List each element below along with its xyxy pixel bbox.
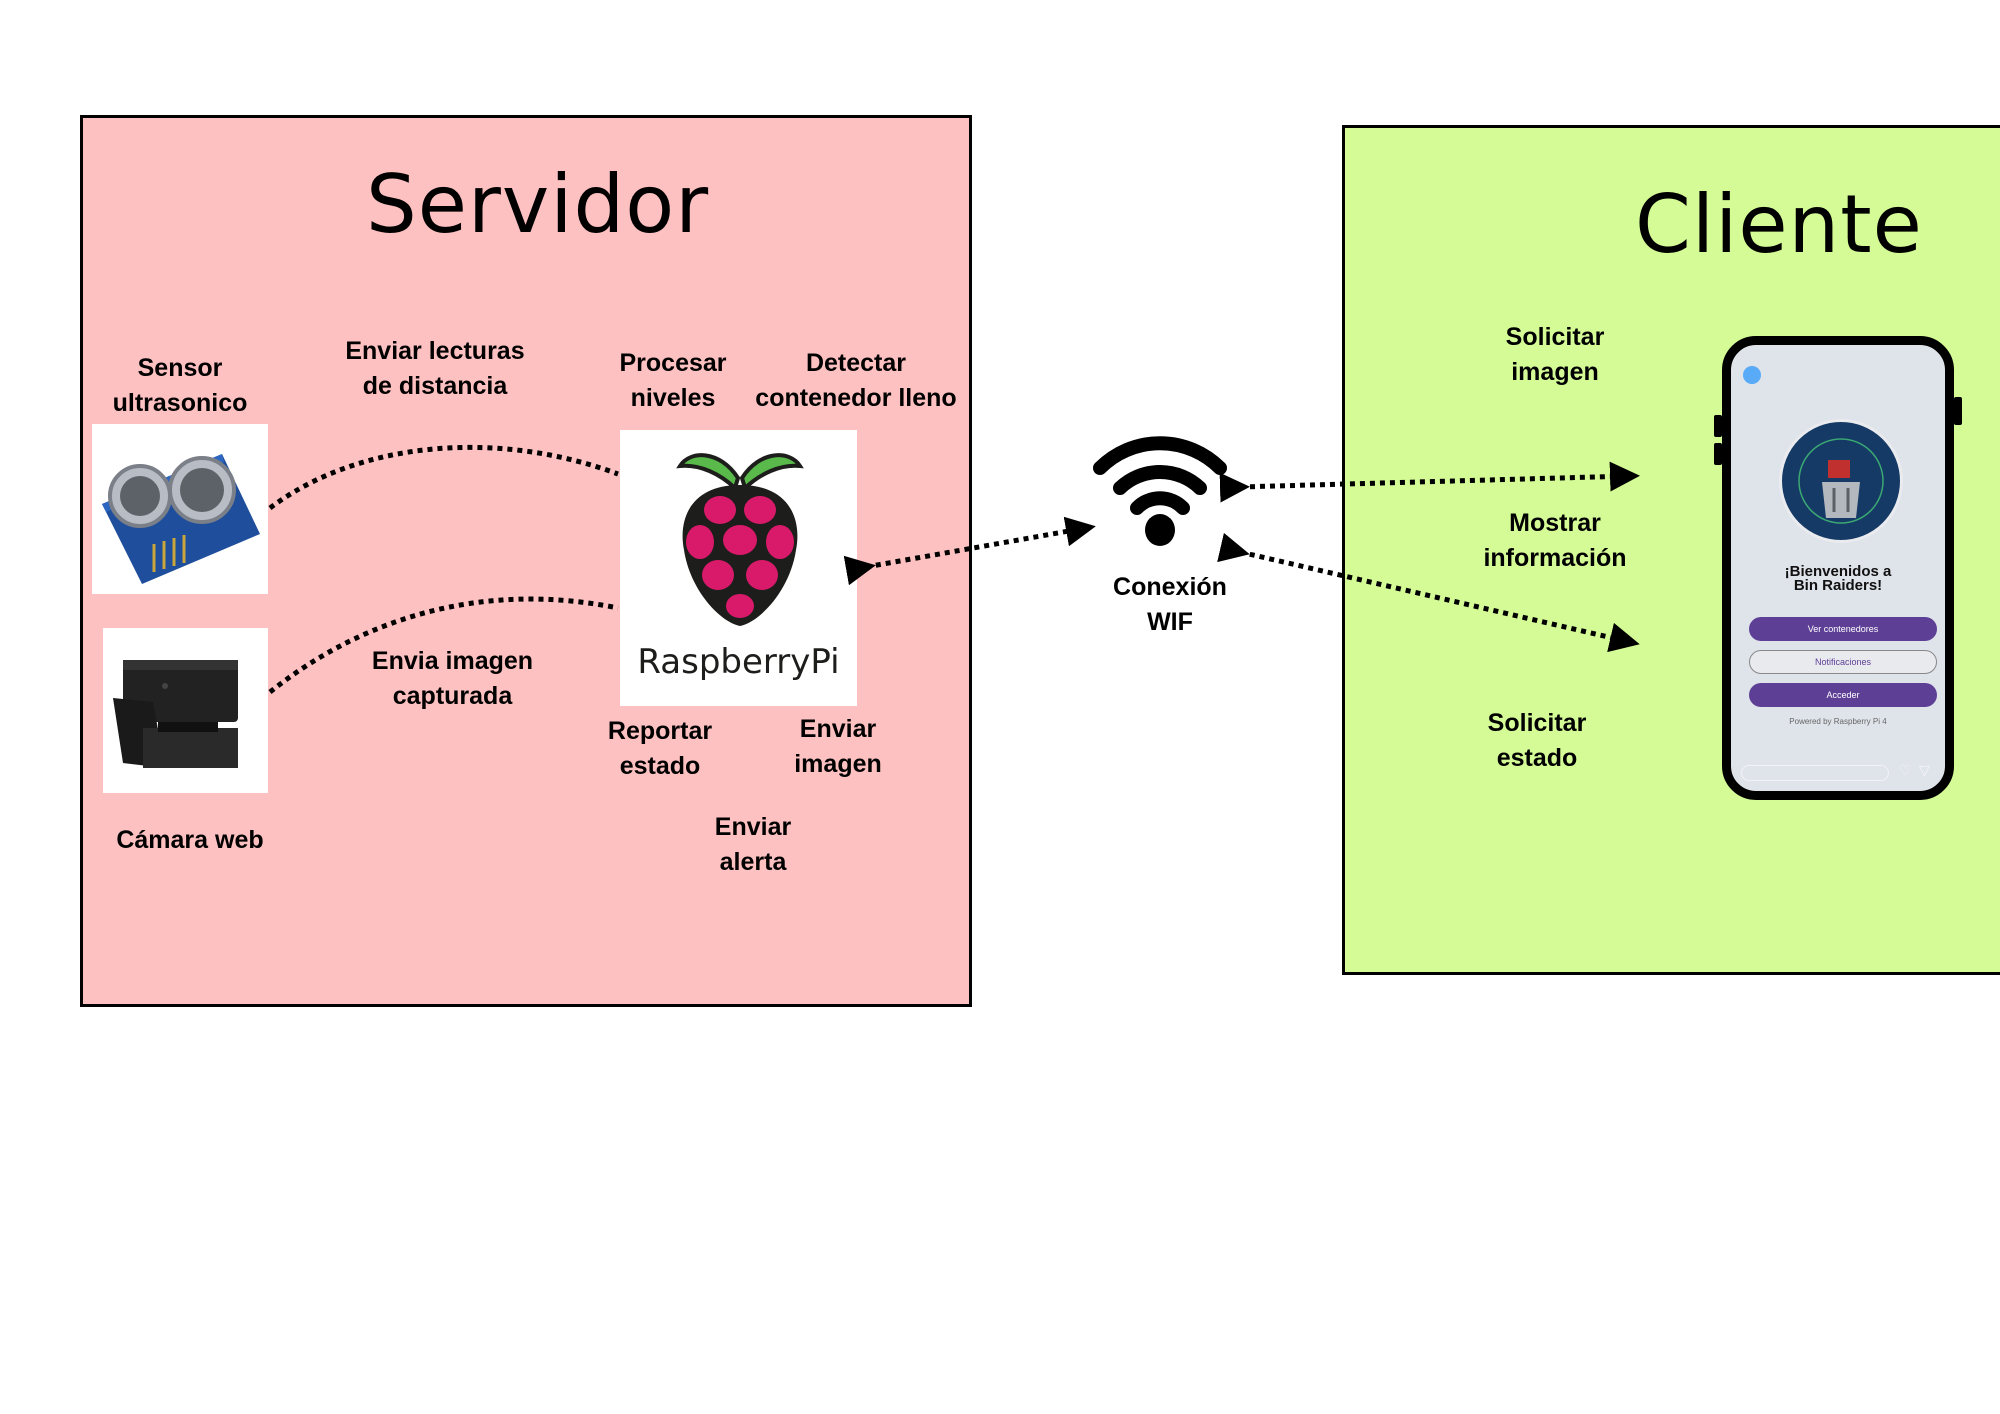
label-send-readings: Enviar lecturas de distancia <box>345 337 525 400</box>
label-send-alert: Enviar alerta <box>714 813 792 876</box>
phone-side-button <box>1714 415 1722 437</box>
label-report-status: Reportar estado <box>607 717 713 780</box>
notificaciones-button[interactable]: Notificaciones <box>1749 650 1937 674</box>
client-title: Cliente <box>1635 178 1923 271</box>
send-icon[interactable]: ▽ <box>1919 763 1930 779</box>
welcome-text: ¡Bienvenidos a Bin Raiders! <box>1784 563 1892 594</box>
status-dot-icon <box>1743 366 1761 384</box>
label-send-image: Enviar imagen <box>794 715 882 778</box>
connector-webcam-pi <box>268 596 619 694</box>
ultrasonic-sensor-image <box>92 424 268 594</box>
connector-sensor-pi <box>268 444 619 510</box>
raspberry-pi-logo: RaspberryPi <box>620 430 857 706</box>
phone-footer: Powered by Raspberry Pi 4 <box>1789 717 1887 726</box>
server-title: Servidor <box>366 158 710 251</box>
connector-wifi-phone-top <box>1219 461 1640 503</box>
acceder-button[interactable]: Acceder <box>1749 683 1937 707</box>
bin-raiders-logo <box>1779 419 1903 543</box>
phone-power-button <box>1954 397 1962 425</box>
label-request-image: Solicitar imagen <box>1505 323 1605 386</box>
label-wifi: Conexión WIF <box>1113 573 1227 636</box>
label-send-image-captured: Envia imagen capturada <box>371 647 534 710</box>
phone-side-button <box>1714 443 1722 465</box>
message-input[interactable] <box>1741 765 1889 781</box>
webcam-image <box>103 628 268 793</box>
phone-mockup: ¡Bienvenidos a Bin Raiders! Ver contened… <box>1714 336 1962 800</box>
ver-contenedores-button[interactable]: Ver contenedores <box>1749 617 1937 641</box>
wifi-icon <box>1085 430 1235 550</box>
label-webcam: Cámara web <box>116 826 264 854</box>
connector-wifi-phone-bottom <box>1217 532 1640 653</box>
raspberry-pi-text: RaspberryPi <box>637 642 840 682</box>
label-detect-full: Detectar contenedor lleno <box>755 349 957 412</box>
label-process-levels: Procesar niveles <box>619 349 727 412</box>
heart-icon[interactable]: ♡ <box>1899 763 1912 779</box>
label-request-status: Solicitar estado <box>1487 709 1587 772</box>
label-sensor: Sensor ultrasonico <box>112 354 248 417</box>
connector-pi-wifi <box>843 516 1096 586</box>
